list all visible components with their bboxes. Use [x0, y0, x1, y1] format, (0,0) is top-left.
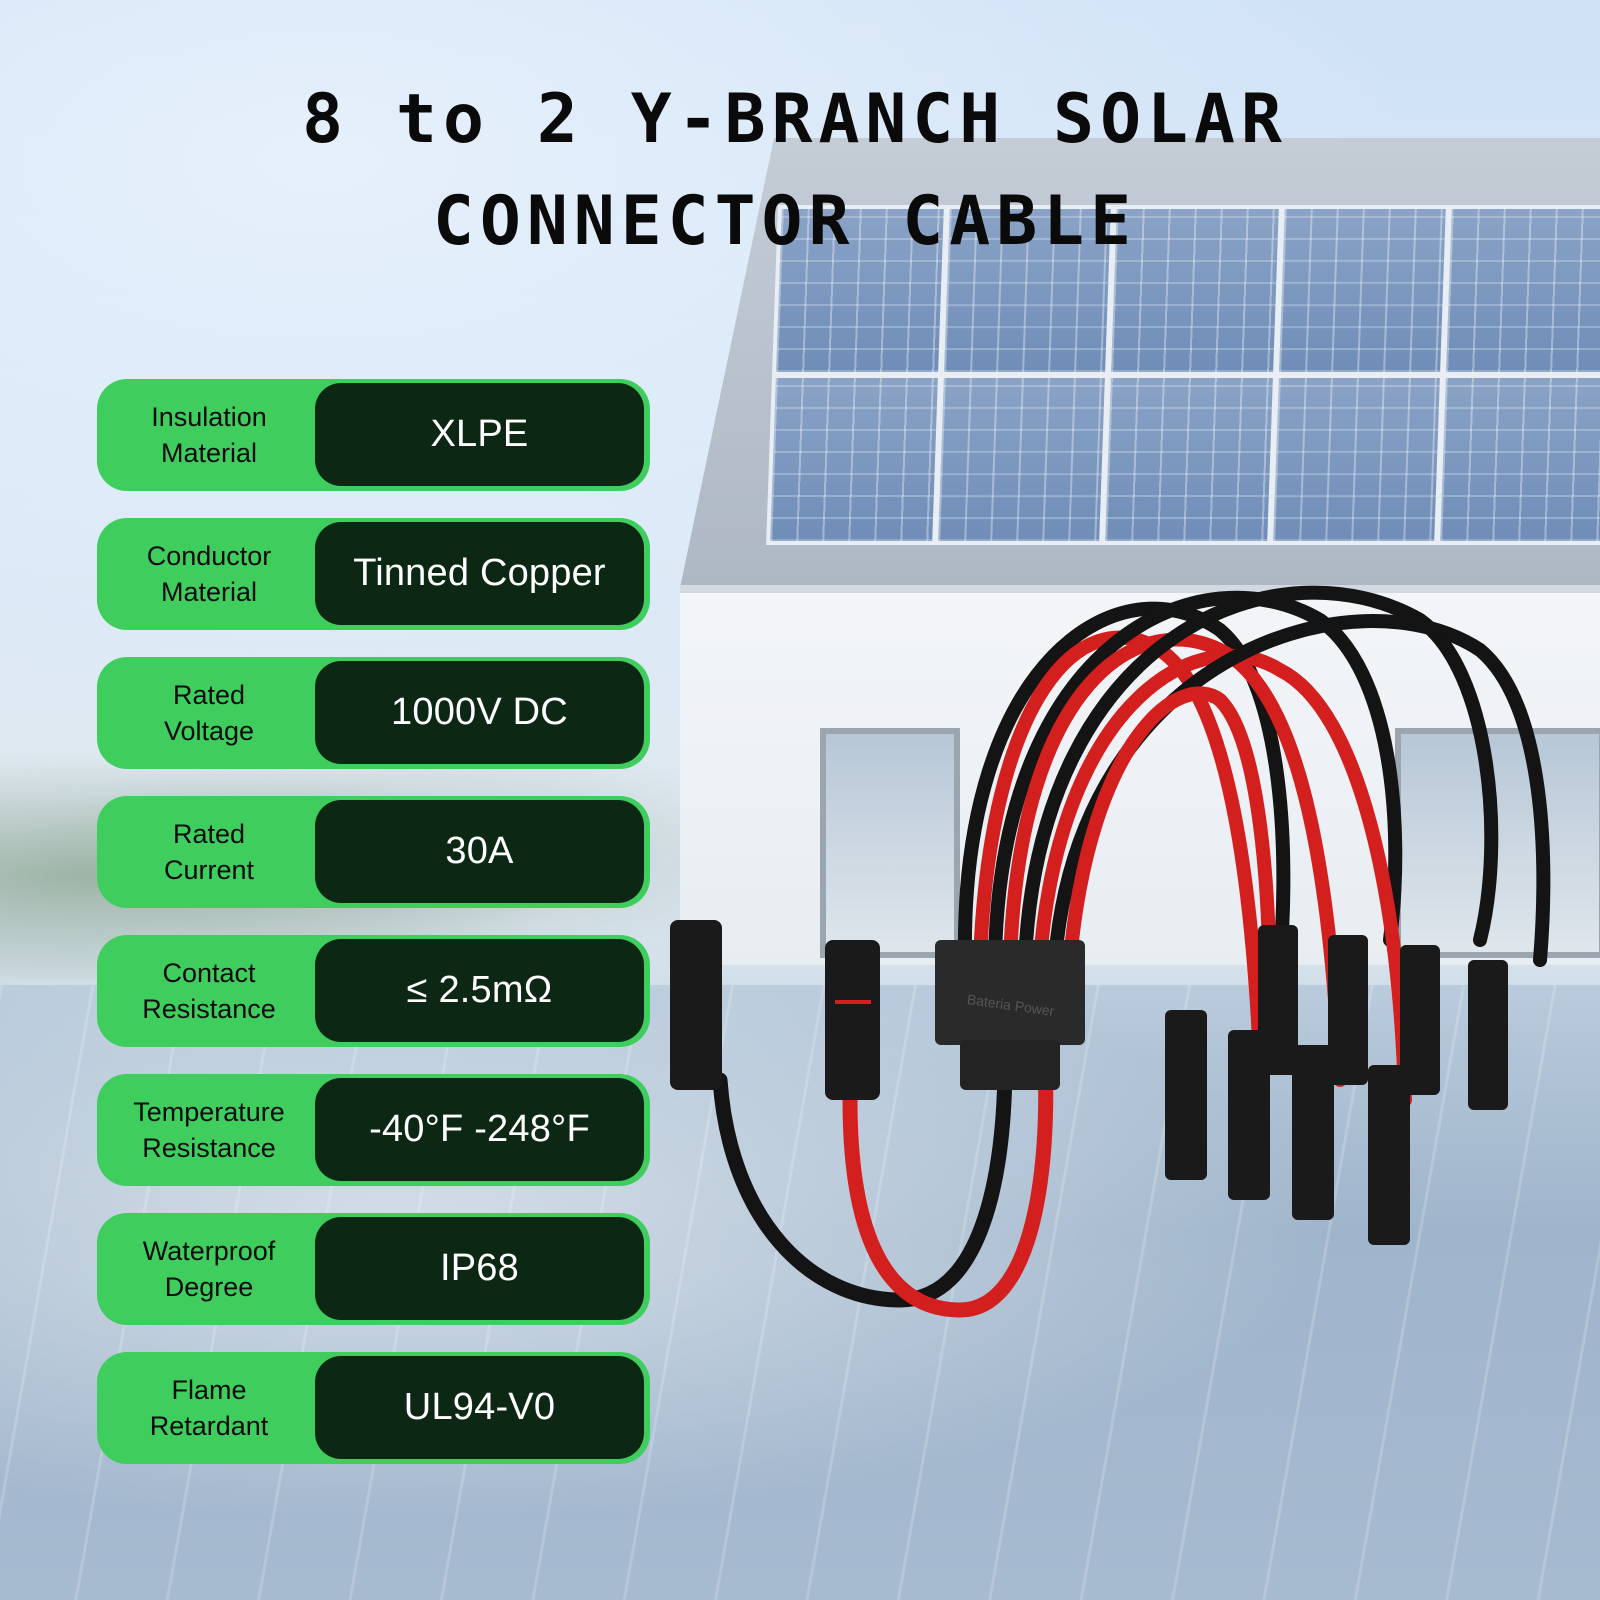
branch-cable-negative — [988, 590, 1403, 967]
solar-panel — [1105, 378, 1273, 541]
spec-list: Insulation Material XLPE Conductor Mater… — [97, 379, 650, 1491]
spec-label: Conductor Material — [146, 541, 272, 607]
branch-connectors — [1165, 925, 1508, 1245]
y-branch-cable-product: Bateria Power — [660, 540, 1600, 1340]
spec-flame-retardant: Flame Retardant UL94-V0 — [97, 1352, 650, 1464]
solar-panel — [1273, 378, 1441, 541]
spec-value: IP68 — [315, 1217, 644, 1320]
spec-label: Waterproof Degree — [142, 1236, 276, 1302]
solar-panel — [1440, 378, 1600, 541]
page-headline: 8 to 2 Y-BRANCH SOLAR CONNECTOR CABLE — [0, 78, 1600, 264]
spec-rated-current: Rated Current 30A — [97, 796, 650, 908]
spec-label: Rated Voltage — [163, 680, 255, 746]
spec-value: ≤ 2.5mΩ — [315, 939, 644, 1042]
spec-label: Rated Current — [163, 819, 255, 885]
mc4-connector — [1258, 925, 1298, 1075]
cable-illustration: Bateria Power — [670, 585, 1551, 1318]
spec-value: XLPE — [315, 383, 644, 486]
house-window — [820, 728, 960, 958]
spec-value: Tinned Copper — [315, 522, 644, 625]
headline-line-2: CONNECTOR CABLE — [432, 182, 1138, 261]
branch-cable-positive — [1063, 686, 1277, 1017]
trunk-cable-positive — [842, 1052, 1054, 1318]
spec-value: UL94-V0 — [315, 1356, 644, 1459]
mc4-connector — [1328, 935, 1368, 1085]
spec-insulation-material: Insulation Material XLPE — [97, 379, 650, 491]
spec-rated-voltage: Rated Voltage 1000V DC — [97, 657, 650, 769]
spec-contact-resistance: Contact Resistance ≤ 2.5mΩ — [97, 935, 650, 1047]
spec-conductor-material: Conductor Material Tinned Copper — [97, 518, 650, 630]
headline-line-1: 8 to 2 Y-BRANCH SOLAR — [302, 80, 1288, 159]
mc4-connector — [1400, 945, 1440, 1095]
branch-cable-negative — [1018, 585, 1499, 967]
mc4-connector — [1165, 1010, 1207, 1180]
spec-label: Contact Resistance — [142, 958, 276, 1024]
solar-panel — [770, 378, 938, 541]
spec-value: -40°F -248°F — [315, 1078, 644, 1181]
mc4-connector — [1292, 1045, 1334, 1220]
spec-label: Temperature Resistance — [133, 1097, 285, 1163]
mc4-male-connector — [825, 940, 880, 1100]
branch-cable-positive — [1033, 648, 1412, 1107]
mc4-female-connector — [670, 920, 722, 1090]
spec-temperature-resistance: Temperature Resistance -40°F -248°F — [97, 1074, 650, 1186]
branch-hub: Bateria Power — [935, 940, 1085, 1090]
spec-waterproof-degree: Waterproof Degree IP68 — [97, 1213, 650, 1325]
mc4-connector — [1368, 1065, 1410, 1245]
spec-label: Flame Retardant — [149, 1375, 269, 1441]
spec-value: 1000V DC — [315, 661, 644, 764]
spec-label: Insulation Material — [151, 402, 267, 468]
solar-panel — [937, 378, 1106, 541]
spec-value: 30A — [315, 800, 644, 903]
trunk-cable-negative — [712, 1052, 1013, 1308]
mc4-connector — [1468, 960, 1508, 1110]
trunk-connectors — [670, 920, 880, 1100]
